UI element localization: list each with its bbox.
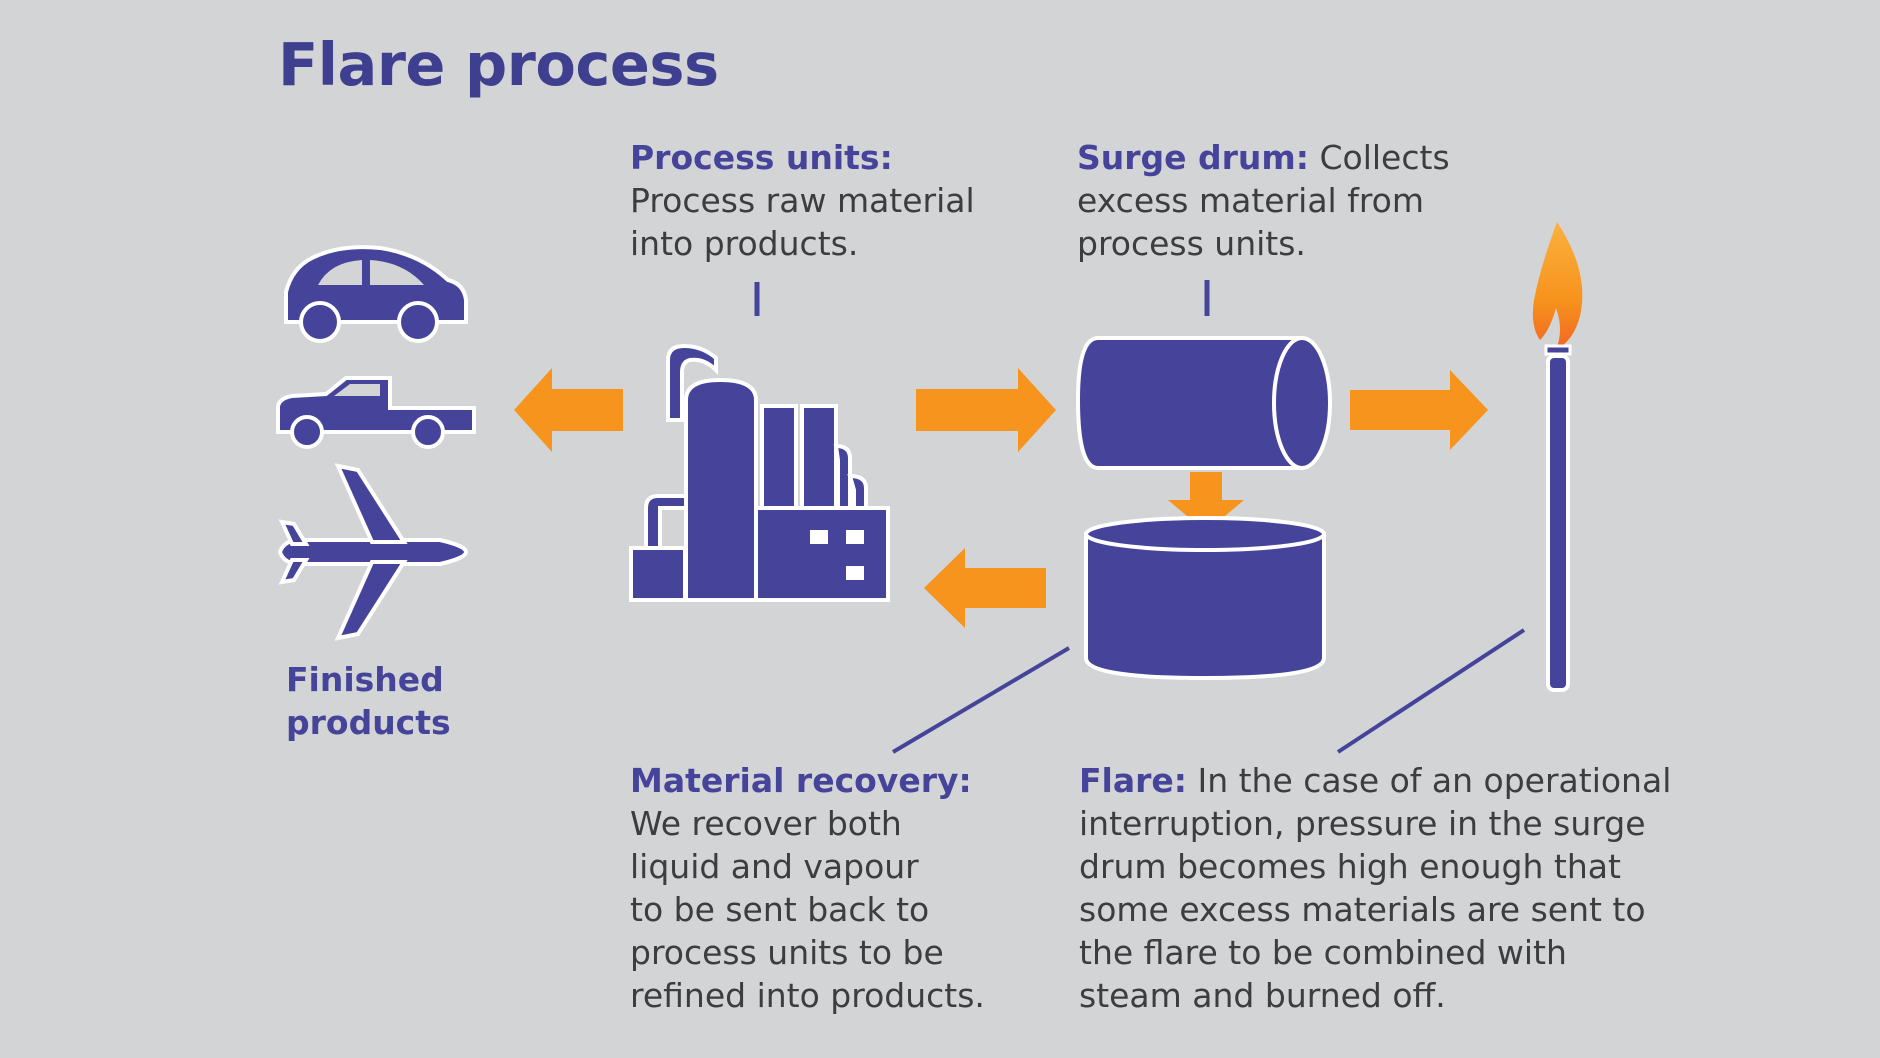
flare-line3: drum becomes high enough that <box>1079 847 1621 886</box>
material-recovery-heading: Material recovery: <box>630 761 972 800</box>
material-recovery-line3: to be sent back to <box>630 890 930 929</box>
arrow-left-icon <box>924 548 1046 628</box>
arrow-right-icon <box>1350 370 1488 450</box>
flare-line2: interruption, pressure in the surge <box>1079 804 1646 843</box>
finished-products-label: Finished products <box>286 658 451 744</box>
page-title: Flare process <box>278 30 719 99</box>
material-recovery-label: Material recovery: We recover both liqui… <box>630 759 985 1017</box>
pickup-truck-icon <box>276 376 476 449</box>
flare-connector <box>1336 628 1526 754</box>
material-recovery-line4: process units to be <box>630 933 944 972</box>
finished-products-line1: Finished <box>286 660 444 699</box>
process-units-line1: Process raw material <box>630 181 975 220</box>
flare-line5: the flare to be combined with <box>1079 933 1567 972</box>
flare-stack-icon <box>1532 222 1583 692</box>
process-units-heading: Process units: <box>630 138 893 177</box>
flare-line4: some excess materials are sent to <box>1079 890 1646 929</box>
surge-drum-icon <box>1075 336 1332 470</box>
surge-drum-line3: process units. <box>1077 224 1306 263</box>
process-units-line2: into products. <box>630 224 859 263</box>
flare-heading: Flare: <box>1079 761 1187 800</box>
process-units-label: Process units: Process raw material into… <box>630 136 975 265</box>
material-recovery-line2: liquid and vapour <box>630 847 919 886</box>
flare-line1: In the case of an operational <box>1186 761 1672 800</box>
flare-label: Flare: In the case of an operational int… <box>1079 759 1671 1017</box>
material-recovery-line1: We recover both <box>630 804 902 843</box>
material-recovery-line5: refined into products. <box>630 976 985 1015</box>
surge-drum-heading: Surge drum: <box>1077 138 1309 177</box>
refinery-icon <box>629 343 890 602</box>
arrow-down-icon <box>1168 472 1244 532</box>
arrow-left-icon <box>514 368 623 452</box>
finished-products-line2: products <box>286 703 451 742</box>
flare-line6: steam and burned off. <box>1079 976 1446 1015</box>
car-icon <box>284 245 468 343</box>
surge-drum-line2: excess material from <box>1077 181 1425 220</box>
airplane-icon <box>277 463 469 641</box>
material-recovery-connector <box>891 646 1071 754</box>
surge-drum-label: Surge drum: Collects excess material fro… <box>1077 136 1450 265</box>
recovery-tank-icon <box>1084 516 1326 681</box>
arrow-right-icon <box>916 368 1056 452</box>
surge-drum-line1: Collects <box>1309 138 1450 177</box>
